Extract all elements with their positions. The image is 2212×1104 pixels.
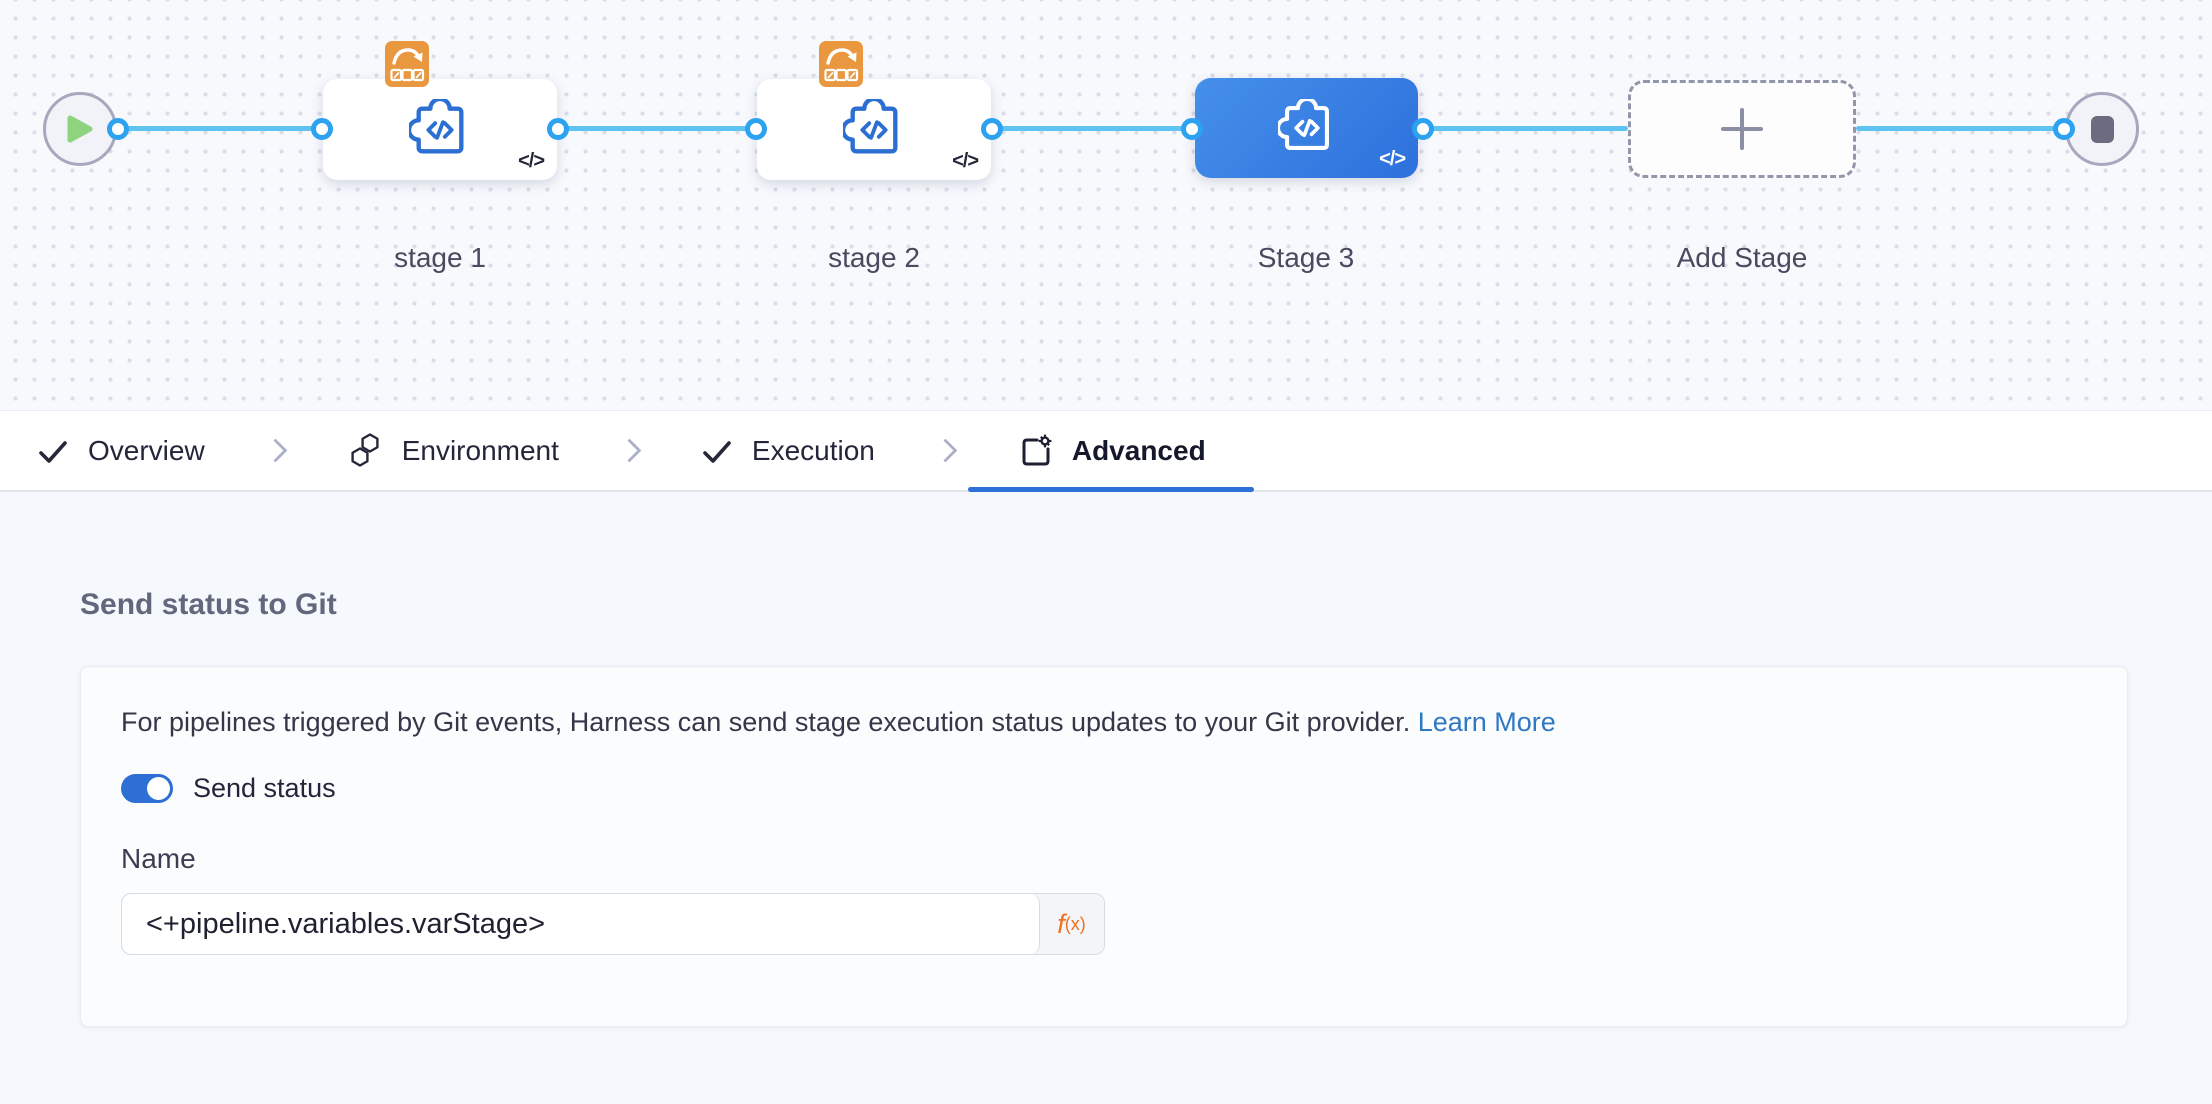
name-input-group: f(x) [121,893,1105,955]
panel-heading: Send status to Git [80,588,337,621]
pipeline-end-node [2065,92,2139,166]
tab-label: Environment [401,434,559,466]
tab-environment[interactable]: Environment [346,411,559,490]
yaml-code-marker: </> [518,150,545,172]
stage-label: stage 2 [828,242,920,273]
advanced-panel: Send status to Git For pipelines trigger… [0,492,2212,1104]
edge-line [118,126,322,131]
custom-stage-puzzle-icon [843,98,898,153]
connector-dot[interactable] [311,118,333,140]
send-status-toggle-row: Send status [121,773,336,804]
name-input[interactable] [122,894,1040,954]
stage-label: stage 1 [394,242,486,273]
tab-overview[interactable]: Overview [36,411,205,490]
check-icon [703,440,731,463]
yaml-code-marker: </> [952,150,979,172]
yaml-code-marker: </> [1379,148,1406,170]
stage-setup-tabbar: Overview Environment Execution Advanced [0,410,2212,492]
play-icon [67,115,93,143]
connector-dot[interactable] [107,118,129,140]
panel-gear-icon [1022,434,1052,465]
chevron-right-icon [263,438,288,463]
add-stage-label: Add Stage [1676,242,1808,273]
edge-line [1423,126,1628,131]
learn-more-link[interactable]: Learn More [1417,707,1556,737]
connector-dot[interactable] [2053,118,2075,140]
pipeline-canvas[interactable]: </> stage 1 </> stage 2 </ [0,0,2212,410]
tab-advanced-active[interactable]: Advanced [967,411,1254,492]
edge-line [558,126,756,131]
toggle-label: Send status [193,773,336,803]
description-text: For pipelines triggered by Git events, H… [121,707,1411,737]
tab-execution[interactable]: Execution [700,411,875,490]
rollback-strategy-badge-icon[interactable] [385,41,429,87]
stage-node-stage2[interactable]: </> [757,41,991,180]
stage-node-stage1[interactable]: </> [323,41,557,180]
rollback-strategy-badge-icon[interactable] [819,41,863,87]
connector-dot[interactable] [745,118,767,140]
stage-label: Stage 3 [1257,242,1355,273]
chevron-right-icon [617,438,642,463]
edge-line [992,126,1192,131]
pipeline-start-node [43,92,117,166]
expression-fx-button[interactable]: f(x) [1057,908,1086,939]
connector-dot[interactable] [1181,118,1203,140]
edge-line [1856,126,2064,131]
tab-label: Advanced [1071,434,1206,466]
chevron-right-icon [933,438,958,463]
plus-icon [1721,108,1763,150]
tab-label: Execution [751,434,875,466]
stage-node-stage3-selected[interactable]: </> [1195,78,1418,178]
active-tab-underline [967,487,1254,492]
connector-dot[interactable] [547,118,569,140]
send-status-card: For pipelines triggered by Git events, H… [80,666,2128,1027]
tab-label: Overview [88,434,205,466]
add-stage-button[interactable] [1628,80,1856,178]
send-status-toggle[interactable] [121,774,173,803]
check-icon [39,440,67,463]
connector-dot[interactable] [1412,118,1434,140]
card-description: For pipelines triggered by Git events, H… [121,707,1556,738]
stop-icon [2090,115,2114,143]
custom-stage-puzzle-icon [409,98,464,153]
connector-dot[interactable] [981,118,1003,140]
hexagons-icon [351,432,379,467]
name-field-label: Name [121,843,196,874]
custom-stage-puzzle-icon [1277,99,1329,150]
toggle-knob [147,777,170,800]
